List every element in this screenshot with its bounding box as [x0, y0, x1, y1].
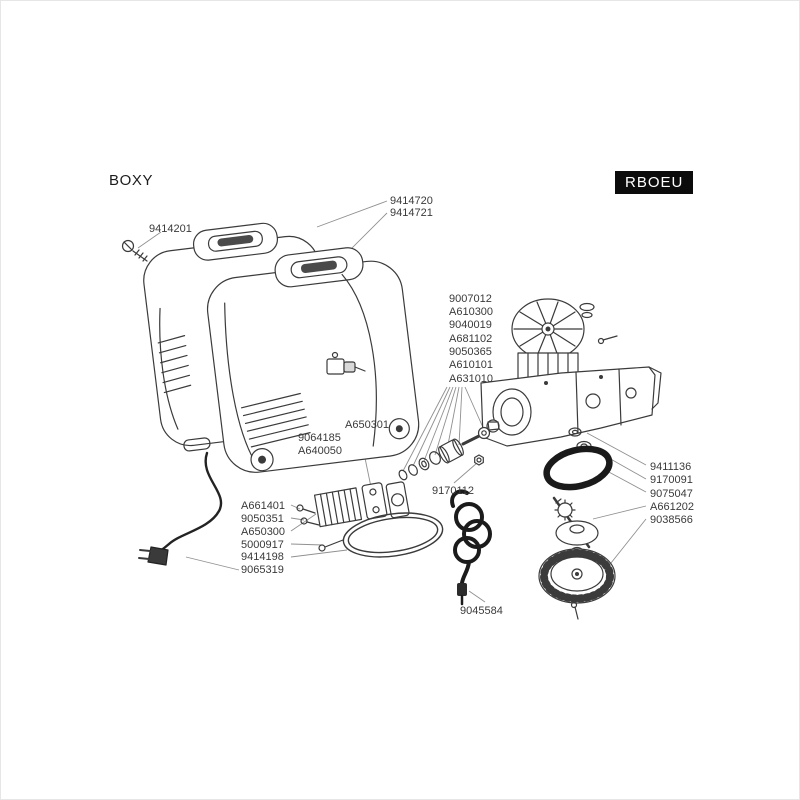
part-label-A610300: A610300	[449, 306, 494, 318]
power-plug	[138, 546, 169, 566]
part-label-9064185: 9064185	[298, 432, 341, 444]
part-label-9414721: 9414721	[390, 207, 433, 219]
crankshaft-pulley	[552, 496, 599, 554]
part-label-A661202: A661202	[650, 501, 695, 513]
hex-nut	[474, 454, 484, 466]
part-label-9414720: 9414720	[390, 195, 433, 207]
case-screw	[121, 239, 148, 262]
gasket-loop	[342, 512, 444, 558]
switch-part	[326, 351, 366, 375]
piston-crank-parts	[398, 419, 500, 481]
head-screws	[296, 504, 344, 552]
model-badge: RBOEU	[615, 171, 694, 194]
part-label-9075047: 9075047	[650, 488, 693, 500]
part-label-9040019: 9040019	[449, 319, 492, 331]
part-label-9007012: 9007012	[449, 293, 492, 305]
part-label-A640050: A640050	[298, 445, 343, 457]
part-label-5000917: 5000917	[241, 539, 284, 551]
part-label-A661401: A661401	[241, 500, 286, 512]
part-label-9170112: 9170112	[432, 485, 475, 497]
page-title: BOXY	[109, 172, 154, 189]
part-label-9414201: 9414201	[149, 223, 192, 235]
coiled-hose	[450, 489, 492, 606]
part-label-9411136: 9411136	[650, 461, 692, 473]
power-cord	[138, 451, 223, 566]
drive-belt	[543, 445, 613, 491]
part-label-A681102: A681102	[449, 333, 493, 345]
compressor-case-front	[206, 247, 420, 473]
part-label-A631010: A631010	[449, 373, 494, 385]
part-label-9050351: 9050351	[241, 513, 284, 525]
part-label-9170091: 9170091	[650, 474, 693, 486]
part-label-A650301: A650301	[345, 419, 390, 431]
part-label-9038566: 9038566	[650, 514, 693, 526]
part-label-9065319: 9065319	[241, 564, 284, 576]
cooling-fan-icon	[511, 298, 618, 360]
part-label-9050365: 9050365	[449, 346, 492, 358]
part-label-A650300: A650300	[241, 526, 286, 538]
part-label-9414198: 9414198	[241, 551, 284, 563]
part-label-9045584: 9045584	[460, 605, 503, 617]
part-label-A610101: A610101	[449, 359, 494, 371]
cylinder-head-parts	[313, 481, 410, 528]
finned-drum	[538, 548, 616, 620]
motor-pump-assembly	[480, 352, 662, 452]
